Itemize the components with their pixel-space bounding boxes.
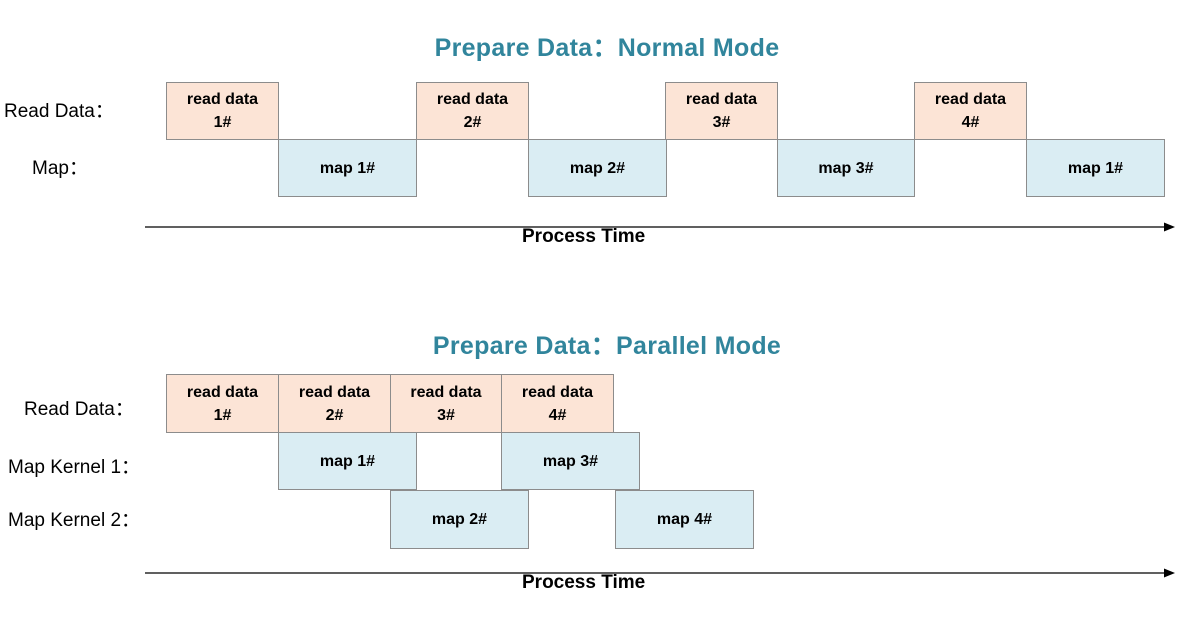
- normal-read-data-box-3: read data 3#: [665, 82, 778, 140]
- box-line: 3#: [712, 114, 731, 131]
- box-line: read data: [934, 91, 1007, 108]
- box-line: read data: [410, 383, 482, 401]
- kernel-1-map-box-1: map 1#: [278, 432, 417, 490]
- parallel-read-data-box-1: read data 1#: [166, 374, 279, 433]
- box-line: 4#: [961, 114, 980, 131]
- box-line: read data: [298, 383, 371, 401]
- parallel-read-data-box-4: read data 4#: [501, 374, 614, 433]
- box-label: map 2#: [569, 159, 626, 177]
- box-label: map 2#: [431, 511, 488, 528]
- box-label: map 3#: [818, 159, 874, 177]
- parallel-read-data-box-3: read data 3#: [390, 374, 502, 433]
- map-kernel-1-label: Map Kernel 1：: [8, 457, 141, 478]
- box-label: map 3#: [542, 452, 599, 470]
- normal-title-prefix: Prepare Data：: [434, 34, 618, 62]
- box-line: 4#: [548, 406, 567, 424]
- box-line: 2#: [463, 114, 482, 131]
- normal-read-data-box-2: read data 2#: [416, 82, 529, 140]
- box-label: map 1#: [319, 159, 376, 177]
- normal-map-box-1: map 1#: [278, 139, 417, 197]
- box-line: read data: [186, 91, 259, 108]
- kernel-2-map-box-1: map 2#: [390, 490, 529, 549]
- parallel-title-prefix: Prepare Data：: [432, 332, 617, 360]
- normal-title-mode: Normal Mode: [617, 34, 780, 62]
- box-label: map 1#: [1067, 159, 1124, 177]
- box-line: 1#: [213, 406, 232, 424]
- box-label: map 4#: [656, 511, 713, 528]
- normal-time-axis-arrow: [145, 221, 1175, 233]
- parallel-read-data-label: Read Data：: [24, 399, 134, 420]
- box-line: read data: [685, 91, 758, 108]
- normal-mode-title: Prepare Data：Normal Mode: [0, 28, 1191, 64]
- normal-read-data-box-1: read data 1#: [166, 82, 279, 140]
- parallel-read-data-box-2: read data 2#: [278, 374, 391, 433]
- box-line: 3#: [437, 406, 455, 424]
- kernel-1-map-box-2: map 3#: [501, 432, 640, 490]
- parallel-mode-title: Prepare Data：Parallel Mode: [0, 326, 1191, 362]
- normal-read-data-box-4: read data 4#: [914, 82, 1027, 140]
- normal-map-box-3: map 3#: [777, 139, 915, 197]
- box-line: read data: [186, 383, 259, 401]
- normal-map-box-4: map 1#: [1026, 139, 1165, 197]
- map-kernel-2-label: Map Kernel 2：: [8, 510, 141, 531]
- normal-map-box-2: map 2#: [528, 139, 667, 197]
- kernel-2-map-box-2: map 4#: [615, 490, 754, 549]
- box-line: 2#: [325, 406, 344, 424]
- normal-axis-label: Process Time: [522, 226, 646, 247]
- box-line: read data: [436, 91, 509, 108]
- box-line: read data: [521, 383, 594, 401]
- normal-map-label: Map：: [32, 158, 88, 179]
- parallel-title-mode: Parallel Mode: [616, 332, 782, 360]
- box-label: map 1#: [319, 452, 376, 470]
- normal-read-data-label: Read Data：: [4, 101, 114, 122]
- parallel-axis-label: Process Time: [522, 572, 646, 593]
- box-line: 1#: [213, 114, 232, 131]
- parallel-time-axis-arrow: [145, 567, 1175, 579]
